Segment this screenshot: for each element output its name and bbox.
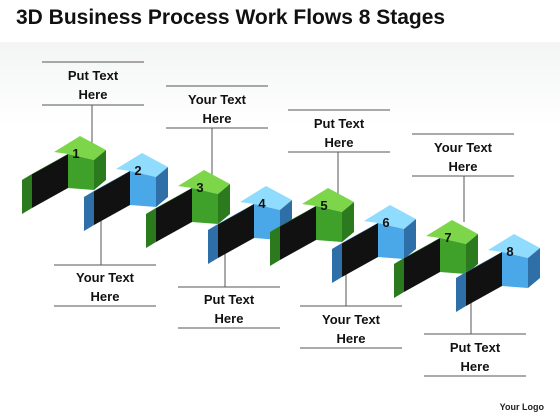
arrow-head-front	[68, 154, 94, 190]
stage-label-line: Here	[202, 111, 232, 126]
arrow-shaft-top	[84, 171, 130, 197]
stage-label-line: Your Text	[75, 270, 135, 285]
arrow-end-cap	[270, 226, 280, 266]
arrow-head-front	[378, 223, 404, 259]
arrow-head-top	[240, 186, 292, 210]
arrow-end-cap	[146, 208, 156, 248]
arrow-head-side	[466, 234, 478, 274]
stage-number: 5	[320, 198, 327, 213]
arrow-shaft-top	[456, 252, 502, 278]
arrow-head-side	[94, 150, 106, 190]
stage-number: 6	[382, 215, 389, 230]
stage-label-line: Here	[336, 331, 366, 346]
stage-label-line: Here	[448, 159, 478, 174]
stage-arrow-2: 2	[84, 153, 168, 231]
arrow-head-top	[54, 136, 106, 160]
arrow-shaft-top	[22, 154, 68, 180]
stage-number: 3	[196, 180, 203, 195]
arrow-end-cap	[84, 191, 94, 231]
arrow-shaft-top	[332, 223, 378, 249]
stage-number: 4	[258, 196, 266, 211]
arrow-head-top	[426, 220, 478, 244]
stage-label-line: Your Text	[321, 312, 381, 327]
arrow-shaft-front	[342, 223, 378, 277]
arrow-shaft-front	[280, 206, 316, 260]
arrow-shaft-front	[404, 238, 440, 292]
arrow-head-side	[156, 167, 168, 207]
stage-label-line: Your Text	[433, 140, 493, 155]
logo-text: Your Logo	[499, 402, 544, 412]
arrow-shaft-front	[218, 204, 254, 258]
stage-label-line: Here	[214, 311, 244, 326]
arrow-head-front	[502, 252, 528, 288]
arrow-head-top	[364, 205, 416, 229]
stage-arrow-5: 5	[270, 188, 354, 266]
stage-number: 1	[72, 146, 79, 161]
stage-arrow-1: 1	[22, 136, 106, 214]
stage-label-line: Here	[460, 359, 490, 374]
stage-label-line: Put Text	[67, 68, 119, 83]
arrow-head-front	[316, 206, 342, 242]
stage-label-line: Put Text	[449, 340, 501, 355]
arrow-head-side	[404, 219, 416, 259]
stage-arrow-6: 6	[332, 205, 416, 283]
stage-number: 2	[134, 163, 141, 178]
arrow-head-side	[218, 184, 230, 224]
stage-number: 8	[506, 244, 513, 259]
arrow-end-cap	[208, 224, 218, 264]
stage-label-line: Here	[90, 289, 120, 304]
arrow-end-cap	[22, 174, 32, 214]
stage-arrow-3: 3	[146, 170, 230, 248]
stage-arrow-7: 7	[394, 220, 478, 298]
arrow-end-cap	[456, 272, 466, 312]
stage-label-line: Put Text	[203, 292, 255, 307]
arrow-shaft-top	[270, 206, 316, 232]
stage-arrow-8: 8	[456, 234, 540, 312]
arrow-shaft-front	[156, 188, 192, 242]
arrow-head-top	[302, 188, 354, 212]
arrow-head-front	[130, 171, 156, 207]
arrow-head-front	[440, 238, 466, 274]
arrow-end-cap	[394, 258, 404, 298]
arrow-shaft-top	[394, 238, 440, 264]
stage-number: 7	[444, 230, 451, 245]
arrow-head-top	[488, 234, 540, 258]
arrow-end-cap	[332, 243, 342, 283]
arrow-shaft-front	[32, 154, 68, 208]
arrow-shaft-top	[146, 188, 192, 214]
arrow-head-top	[178, 170, 230, 194]
arrow-shaft-front	[466, 252, 502, 306]
arrow-head-side	[528, 248, 540, 288]
arrow-head-top	[116, 153, 168, 177]
page-title: 3D Business Process Work Flows 8 Stages	[16, 6, 446, 29]
arrow-head-front	[192, 188, 218, 224]
stage-label-line: Your Text	[187, 92, 247, 107]
stage-label-line: Here	[324, 135, 354, 150]
arrow-head-side	[342, 202, 354, 242]
stage-label-line: Put Text	[313, 116, 365, 131]
arrow-shaft-top	[208, 204, 254, 230]
stage-label-line: Here	[78, 87, 108, 102]
arrow-shaft-front	[94, 171, 130, 225]
